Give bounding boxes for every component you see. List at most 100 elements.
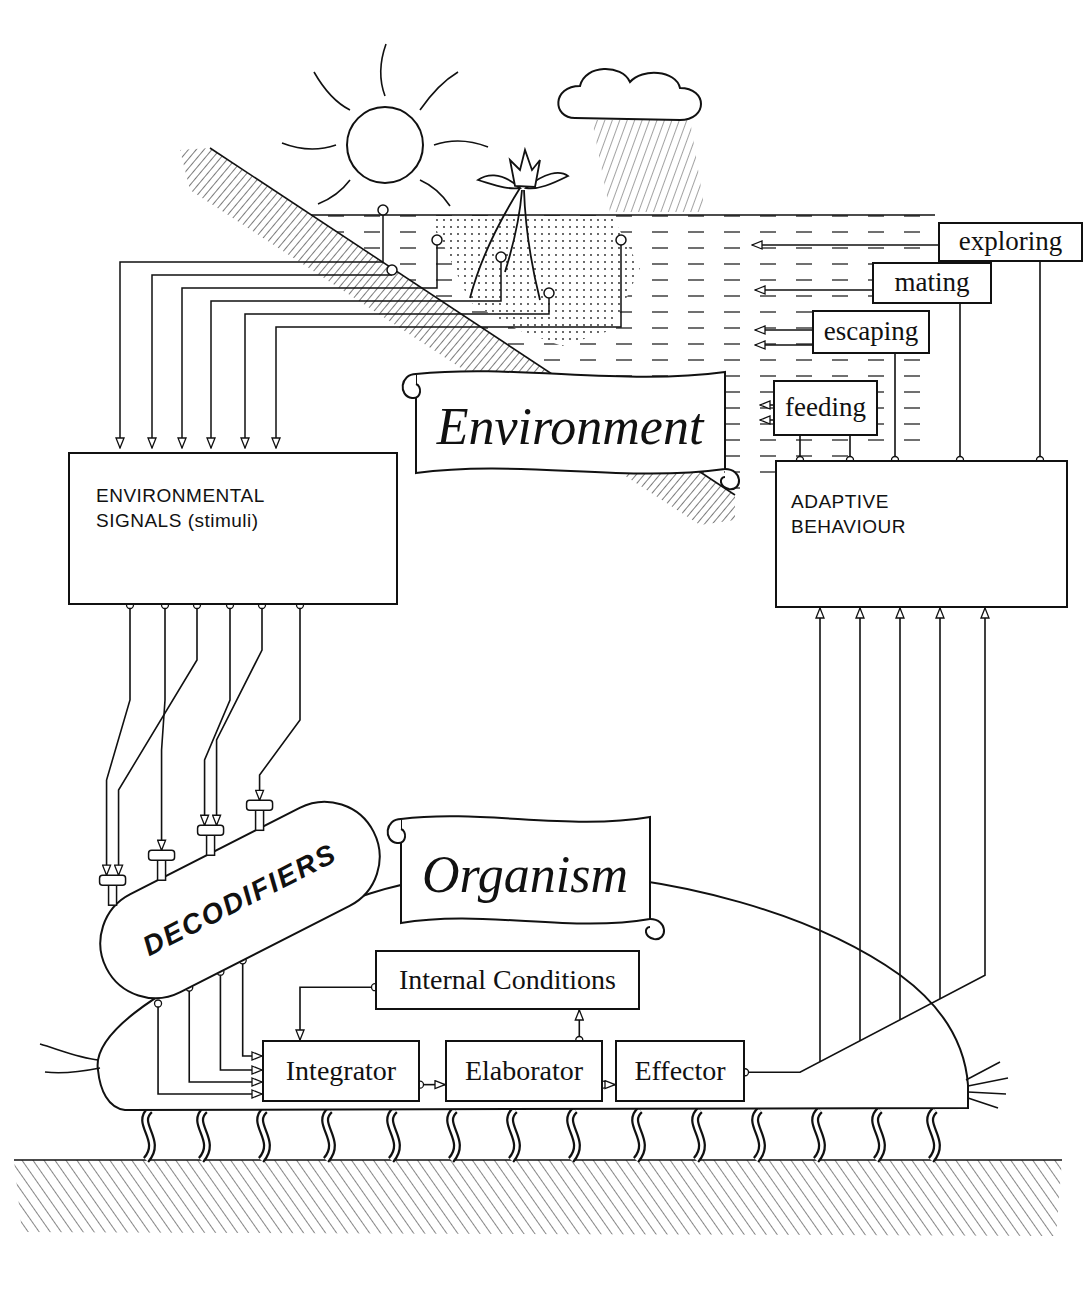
ground (14, 1160, 1062, 1236)
leg (145, 1110, 152, 1160)
decodifier-body (81, 783, 398, 1017)
tail-spike (968, 1098, 998, 1108)
sensor-wire (120, 215, 383, 448)
connector (300, 987, 375, 1040)
action-arrow (755, 289, 872, 291)
leg-stripe (815, 1110, 822, 1160)
sensor-wire (182, 245, 437, 448)
leg-stripe (695, 1110, 702, 1160)
leg-stripe (755, 1110, 762, 1160)
sun-rays (282, 44, 488, 206)
receptor (247, 800, 273, 830)
leg (390, 1110, 397, 1160)
process-box: Internal Conditions (375, 950, 640, 1010)
leg (260, 1110, 267, 1160)
connector (799, 436, 801, 460)
box-label: Integrator (286, 1055, 396, 1087)
banner-title: Organism (422, 848, 628, 903)
receptor (198, 825, 224, 855)
sun-ray (381, 44, 386, 96)
action-arrow (755, 344, 812, 346)
receptor-stalk (158, 859, 166, 880)
ground-line (14, 1159, 1062, 1161)
sensor (432, 235, 442, 245)
behaviour-panel: ADAPTIVE BEHAVIOUR (775, 460, 1068, 608)
branch-line (819, 608, 821, 1062)
action-arrow (752, 244, 938, 246)
connector (260, 605, 300, 800)
connector (420, 1084, 445, 1086)
receptor (100, 875, 126, 905)
leg-stripe (450, 1110, 457, 1160)
sensor (496, 252, 506, 262)
connector (849, 436, 851, 460)
box-label: Internal Conditions (399, 964, 616, 996)
box-label: Elaborator (465, 1055, 583, 1087)
box-label: exploring (959, 226, 1062, 257)
antenna (40, 1044, 98, 1060)
leg (930, 1110, 937, 1160)
banner-curl (720, 469, 738, 489)
tail-spike (968, 1092, 1006, 1094)
connector (217, 605, 262, 825)
plant-stem (524, 190, 540, 300)
leg-stripe (635, 1110, 642, 1160)
tail-spike (968, 1078, 1008, 1086)
sensor (387, 265, 397, 275)
plant (470, 150, 568, 300)
connector (894, 354, 896, 460)
receptor-cup (247, 800, 273, 810)
connector (189, 988, 262, 1082)
leg (755, 1110, 762, 1160)
action-arrow (760, 404, 773, 406)
leg-stripe (930, 1110, 937, 1160)
action-arrow (755, 329, 812, 331)
banner-curl (387, 819, 404, 843)
banner-curl (645, 919, 663, 939)
tail (966, 1062, 1008, 1108)
cloud (558, 69, 701, 120)
box-label: ADAPTIVE BEHAVIOUR (791, 490, 991, 539)
tail-spike (966, 1062, 1000, 1080)
water-surface (311, 214, 935, 216)
sun (347, 107, 423, 183)
decodifier-organ: DECODIFIERS (80, 760, 410, 1020)
sensors (378, 205, 626, 298)
connector (162, 605, 165, 850)
connector (1039, 262, 1041, 460)
connector (243, 960, 262, 1056)
behaviour-box: feeding (773, 380, 878, 436)
branch-line (939, 608, 941, 999)
leg-stripe (510, 1110, 517, 1160)
sun-ray (314, 72, 350, 110)
leg (450, 1110, 457, 1160)
plant-flower (510, 150, 540, 187)
branch-line (859, 608, 861, 1041)
connector (959, 304, 961, 460)
leg-stripe (875, 1110, 882, 1160)
stimuli-panel: ENVIRONMENTAL SIGNALS (stimuli) (68, 452, 398, 605)
leg (815, 1110, 822, 1160)
leg-stripe (200, 1110, 207, 1160)
process-box: Elaborator (445, 1040, 603, 1102)
action-arrow (760, 419, 773, 421)
box-label: escaping (824, 316, 918, 347)
leg-stripe (325, 1110, 332, 1160)
leg (200, 1110, 207, 1160)
water (311, 215, 935, 495)
sun-ray (282, 143, 336, 149)
leg-stripe (260, 1110, 267, 1160)
sensor (378, 205, 388, 215)
antennae (40, 1044, 100, 1073)
receptor-cup (149, 850, 175, 860)
behaviour-box: exploring (938, 222, 1083, 262)
branch-line (899, 608, 901, 1020)
sun-ray (318, 180, 350, 204)
title-banner: Organism (377, 805, 674, 945)
leg-stripes (145, 1110, 937, 1160)
banner-curl (402, 374, 419, 398)
box-label: Effector (634, 1055, 725, 1087)
banner-title: Environment (437, 400, 704, 455)
leg (635, 1110, 642, 1160)
